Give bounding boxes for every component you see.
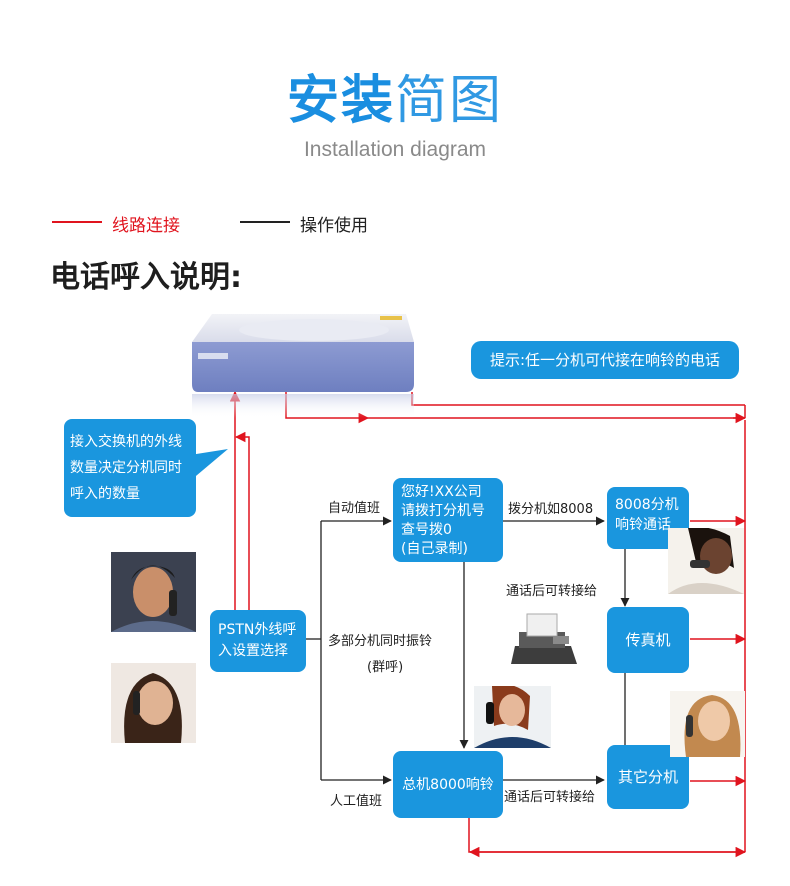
ext-8008-line-2: 响铃通话 <box>615 517 671 533</box>
ext-8008-line-1: 8008分机 <box>615 497 679 513</box>
title-bold: 安装 <box>286 71 395 131</box>
legend-black-label: 操作使用 <box>300 216 368 236</box>
man-on-phone-icon <box>111 552 196 632</box>
trunk-note-pointer <box>190 449 228 481</box>
trunk-note-line-3: 呼入的数量 <box>70 486 140 502</box>
tip-box: 提示:任一分机可代接在响铃的电话 <box>471 341 739 379</box>
greeting-box: 您好!XX公司 请拨打分机号 查号拨0 (自己录制) <box>393 478 503 562</box>
greeting-line-1: 您好!XX公司 <box>401 484 482 500</box>
pstn-box: PSTN外线呼 入设置选择 <box>210 610 306 672</box>
page-subtitle: Installation diagram <box>303 138 487 161</box>
label-dial-ext: 拨分机如8008 <box>508 502 594 517</box>
legend-black-line <box>240 221 290 223</box>
legend-red-label: 线路连接 <box>112 216 180 236</box>
section-heading: 电话呼入说明: <box>50 260 242 295</box>
laughing-woman-on-phone-icon <box>668 528 744 594</box>
fax-box: 传真机 <box>607 607 689 673</box>
pbx-device <box>184 312 416 418</box>
smiling-woman-on-phone-icon <box>670 691 745 757</box>
page-title: 安装简图 <box>0 66 790 136</box>
title-light: 简图 <box>395 71 504 131</box>
woman-on-phone-icon <box>111 663 196 743</box>
operator-box: 总机8000响铃 <box>393 751 503 818</box>
pstn-line-1: PSTN外线呼 <box>218 622 297 638</box>
legend-red-line <box>52 221 102 223</box>
trunk-note-line-2: 数量决定分机同时 <box>70 460 182 476</box>
label-multi-ring: 多部分机同时振铃 <box>328 634 433 649</box>
label-group-call: (群呼) <box>367 660 404 675</box>
pstn-line-2: 入设置选择 <box>218 643 288 659</box>
ext-8008-box: 8008分机 响铃通话 <box>607 487 689 549</box>
fax-machine-icon <box>505 606 582 672</box>
label-auto-attendant: 自动值班 <box>328 501 381 516</box>
greeting-line-4: (自己录制) <box>401 541 468 557</box>
greeting-line-2: 请拨打分机号 <box>401 503 485 519</box>
greeting-line-3: 查号拨0 <box>401 522 452 538</box>
red-line-device-right-2 <box>411 392 745 406</box>
trunk-note-box: 接入交换机的外线 数量决定分机同时 呼入的数量 <box>64 419 196 517</box>
red-line-pstn-device-2 <box>234 431 250 610</box>
other-ext-box: 其它分机 <box>607 745 689 809</box>
label-manual: 人工值班 <box>330 794 383 809</box>
trunk-note-line-1: 接入交换机的外线 <box>70 434 182 450</box>
label-transfer-bottom: 通话后可转接给 <box>504 790 596 805</box>
receptionist-on-phone-icon <box>474 686 551 748</box>
red-branch-operator <box>468 818 747 858</box>
label-transfer-top: 通话后可转接给 <box>506 584 598 599</box>
